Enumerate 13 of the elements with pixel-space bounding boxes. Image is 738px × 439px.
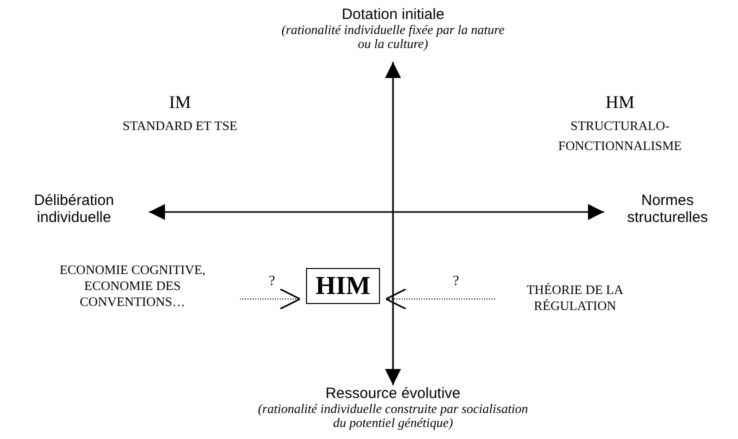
school-label: ECONOMIE COGNITIVE, ECONOMIE DES CONVENTIONS… [58, 262, 206, 310]
axis-subtitle: (rationalité individuelle fixée par la nature ou la culture) [280, 23, 506, 51]
quadrant-subtitle: STANDARD ET TSE [122, 117, 238, 135]
quadrant-title: HM [604, 92, 636, 112]
axis-title: Délibération individuelle [32, 192, 116, 226]
axis-title: Normes structurelles [626, 192, 709, 226]
school-label: THÉORIE DE LA RÉGULATION [526, 282, 624, 314]
axis-subtitle: (rationalité individuelle construite par socialisation du potentiel génétique) [256, 402, 530, 430]
axis-title: Dotation initiale [340, 6, 446, 23]
quadrant-subtitle: STRUCTURALO- FONCTIONNALISME [557, 117, 683, 155]
him-box: HIM [306, 268, 380, 304]
axis-title: Ressource évolutive [324, 385, 462, 402]
quadrant-title: IM [168, 92, 192, 112]
